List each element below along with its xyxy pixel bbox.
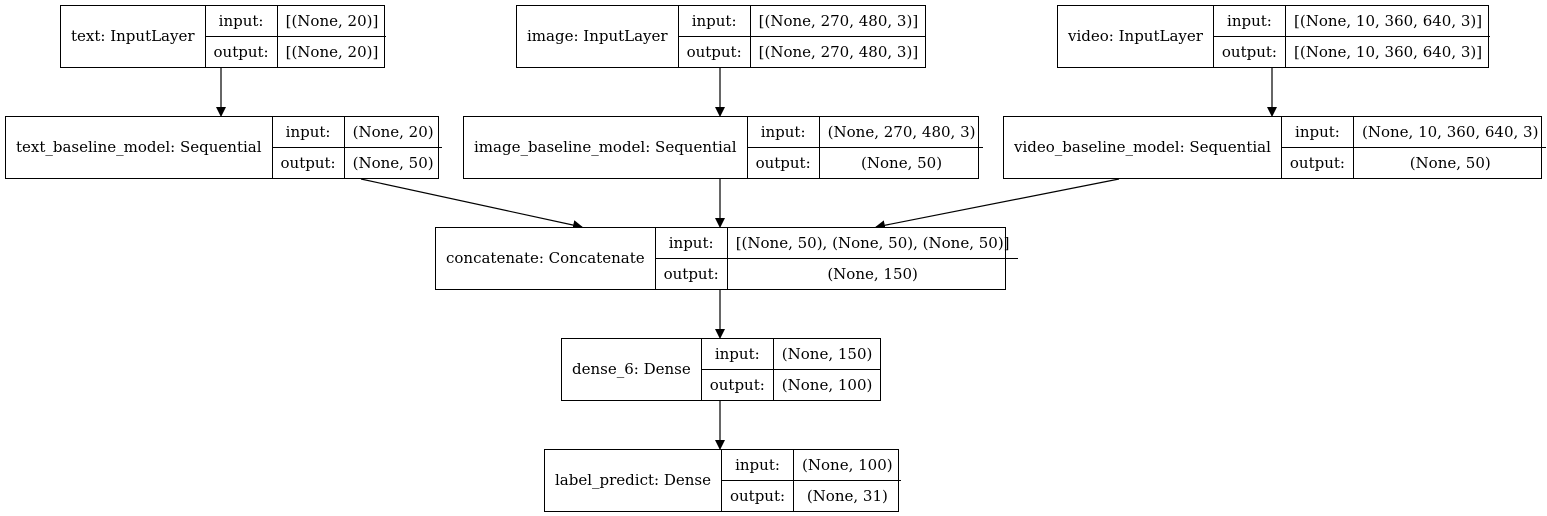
io-labels: input: output:	[272, 117, 345, 178]
io-labels: input: output:	[655, 228, 728, 289]
output-label: output:	[663, 264, 719, 283]
node-dense-6: dense_6: Dense input: output: (None, 150…	[561, 338, 881, 401]
node-text-baseline-model: text_baseline_model: Sequential input: o…	[5, 116, 442, 179]
edge-video-baseline-model-to-concatenate	[875, 178, 1120, 231]
input-label: input:	[272, 117, 344, 148]
node-name: dense_6: Dense	[562, 339, 702, 400]
input-label: input:	[747, 117, 819, 148]
io-labels: input: output:	[1281, 117, 1354, 178]
output-shape: (None, 50)	[1409, 153, 1491, 172]
output-label: output:	[280, 153, 336, 172]
input-shape: (None, 270, 480, 3)	[819, 117, 984, 148]
node-video-input-layer: video: InputLayer input: output: [(None,…	[1057, 5, 1491, 68]
output-shape: [(None, 10, 360, 640, 3)]	[1293, 42, 1483, 61]
input-shape: [(None, 10, 360, 640, 3)]	[1285, 6, 1491, 37]
output-label: output:	[686, 42, 742, 61]
io-labels: input: output:	[1213, 6, 1286, 67]
output-label: output:	[729, 486, 786, 505]
node-name: concatenate: Concatenate	[436, 228, 656, 289]
input-shape: [(None, 50), (None, 50), (None, 50)]	[727, 228, 1018, 259]
node-image-input-layer: image: InputLayer input: output: [(None,…	[516, 5, 927, 68]
input-label: input:	[205, 6, 277, 37]
input-label: input:	[1213, 6, 1285, 37]
input-label: input:	[1281, 117, 1353, 148]
output-label: output:	[755, 153, 811, 172]
io-labels: input: output:	[747, 117, 820, 178]
node-name: image: InputLayer	[517, 6, 679, 67]
io-labels: input: output:	[678, 6, 751, 67]
input-label: input:	[655, 228, 727, 259]
output-shape: [(None, 20)]	[285, 42, 379, 61]
io-values: (None, 20) (None, 50)	[344, 117, 442, 178]
io-labels: input: output:	[701, 339, 774, 400]
output-shape: (None, 50)	[352, 153, 434, 172]
input-shape: (None, 150)	[773, 339, 881, 370]
output-shape: (None, 100)	[781, 375, 873, 394]
output-shape: (None, 50)	[861, 153, 943, 172]
input-label: input:	[678, 6, 750, 37]
node-name: video: InputLayer	[1058, 6, 1214, 67]
output-shape: (None, 150)	[827, 264, 918, 283]
io-values: [(None, 20)] [(None, 20)]	[277, 6, 387, 67]
io-values: (None, 150) (None, 100)	[773, 339, 881, 400]
input-shape: [(None, 270, 480, 3)]	[750, 6, 927, 37]
io-labels: input: output:	[205, 6, 278, 67]
output-shape: (None, 31)	[806, 486, 888, 505]
io-values: [(None, 270, 480, 3)] [(None, 270, 480, …	[750, 6, 927, 67]
node-name: video_baseline_model: Sequential	[1004, 117, 1282, 178]
node-name: text: InputLayer	[61, 6, 206, 67]
node-name: image_baseline_model: Sequential	[464, 117, 748, 178]
io-values: [(None, 50), (None, 50), (None, 50)] (No…	[727, 228, 1018, 289]
node-concatenate: concatenate: Concatenate input: output: …	[435, 227, 1018, 290]
input-shape: [(None, 20)]	[277, 6, 387, 37]
io-values: (None, 10, 360, 640, 3) (None, 50)	[1353, 117, 1547, 178]
node-image-baseline-model: image_baseline_model: Sequential input: …	[463, 116, 984, 179]
output-label: output:	[1289, 153, 1345, 172]
input-shape: (None, 10, 360, 640, 3)	[1353, 117, 1547, 148]
output-label: output:	[1221, 42, 1277, 61]
input-label: input:	[721, 450, 794, 481]
node-name: text_baseline_model: Sequential	[6, 117, 273, 178]
node-label-predict: label_predict: Dense input: output: (Non…	[544, 449, 901, 512]
output-shape: [(None, 270, 480, 3)]	[758, 42, 919, 61]
input-label: input:	[701, 339, 773, 370]
io-values: [(None, 10, 360, 640, 3)] [(None, 10, 36…	[1285, 6, 1491, 67]
input-shape: (None, 20)	[344, 117, 442, 148]
node-video-baseline-model: video_baseline_model: Sequential input: …	[1003, 116, 1547, 179]
io-values: (None, 270, 480, 3) (None, 50)	[819, 117, 984, 178]
io-values: (None, 100) (None, 31)	[794, 450, 901, 511]
node-name: label_predict: Dense	[545, 450, 722, 511]
output-label: output:	[213, 42, 269, 61]
node-text-input-layer: text: InputLayer input: output: [(None, …	[60, 5, 387, 68]
output-label: output:	[709, 375, 765, 394]
io-labels: input: output:	[721, 450, 795, 511]
input-shape: (None, 100)	[794, 450, 901, 481]
edge-text-baseline-model-to-concatenate	[360, 178, 583, 230]
